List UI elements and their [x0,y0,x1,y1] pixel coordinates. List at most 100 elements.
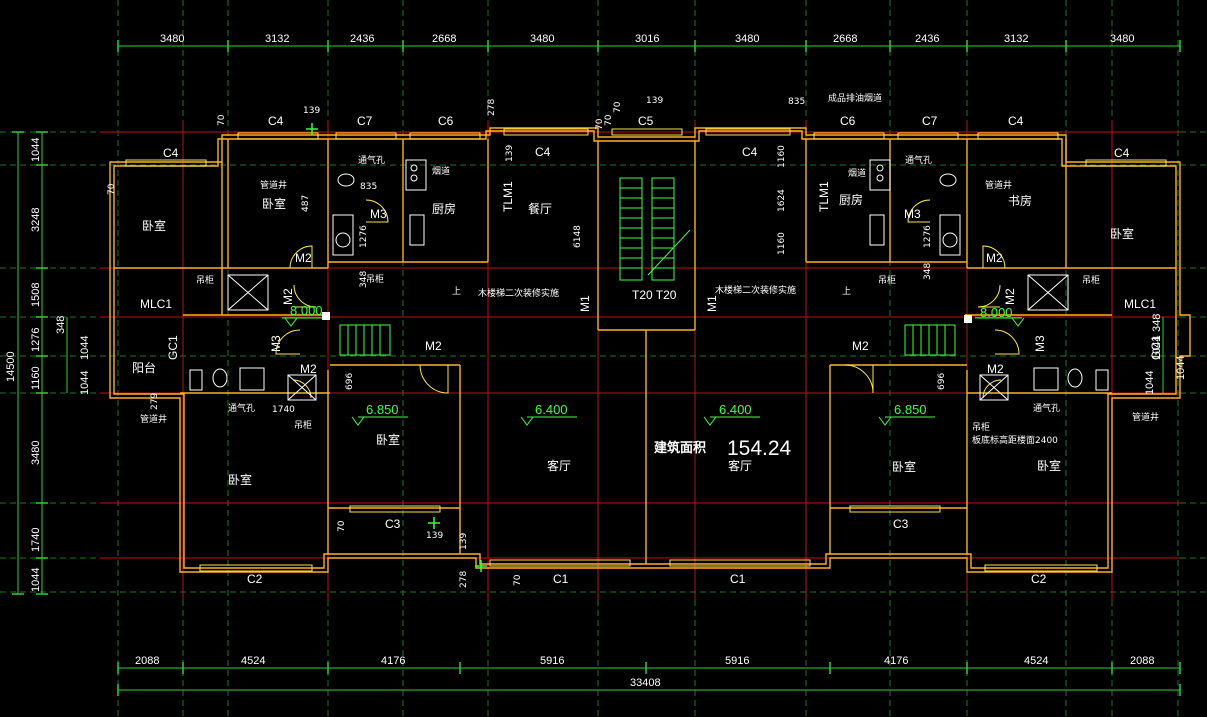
level-labels: 8.000 8.000 6.850 6.400 6.400 6.850 [290,303,1013,417]
window-label: C4 [268,114,284,128]
dim-left: 1160 [30,366,42,390]
window-label: C1 [730,572,746,586]
small-dim: 1160 [777,232,787,255]
window-label: C2 [1031,572,1047,586]
dim-bottom: 4176 [381,655,405,667]
dim-left: 1276 [30,328,42,352]
door-label: M3 [269,335,283,352]
dim-right: 348 [1151,314,1163,332]
dim-bottom: 4524 [1024,655,1048,667]
dim-bottom: 5916 [540,655,564,667]
note-base: 板底标高距楼面2400 [972,434,1058,446]
window-bars [125,128,1167,572]
dim-top: 2668 [833,33,857,45]
dim-top: 3480 [735,33,759,45]
note-cabinet: 吊柜 [366,273,384,285]
room-label: 餐厅 [528,201,552,216]
small-dim: 70 [337,520,347,532]
dim-bottom-total: 33408 [630,677,661,689]
area-label: 建筑面积 [654,440,706,456]
note-pipe: 管道井 [140,413,167,425]
dim-right: 1044 [1151,336,1163,360]
room-label: 卧室 [376,432,400,447]
window-label: C4 [1008,114,1024,128]
door-label: M2 [281,288,295,305]
small-dim: 70 [107,183,117,195]
note-vent: 通气孔 [228,402,255,414]
small-dim: 139 [303,106,320,116]
small-dim: 835 [788,97,805,107]
door-label: GC1 [166,335,180,360]
room-label: 厨房 [839,192,863,207]
dim-left: 1044 [30,138,42,162]
room-label: 阳台 [132,360,156,375]
window-label: C1 [553,572,569,586]
dim-left: 3248 [30,208,42,232]
small-dim: 139 [646,96,663,106]
window-label: C6 [840,114,856,128]
dim-left-inner: 1044 [79,371,91,395]
top-dimension-labels: 3480 3132 2436 2668 3480 3016 3480 2668 … [160,33,1134,45]
right-dimension-labels: 348 1044 1044 1044 [1144,314,1187,395]
small-dim: 1276 [359,225,369,248]
dimension-lines [17,45,1180,691]
small-dim: 1740 [272,405,295,415]
small-dim: 70 [613,101,623,113]
dim-top: 2436 [350,33,374,45]
staircase [339,177,956,356]
small-dim: 487 [301,195,311,212]
window-label: C7 [922,114,938,128]
window-label: C4 [1114,146,1130,160]
door-label: MLC1 [140,297,172,311]
door-label: M3 [370,207,387,221]
room-label: 卧室 [142,218,166,233]
note-stair: 木楼梯二次装修实施 [715,284,796,296]
small-dim: 348 [359,271,369,288]
small-dim: 70 [604,114,614,126]
dimension-ticks [12,40,1181,696]
fixtures [189,159,1109,401]
room-label: 客厅 [547,458,571,473]
room-label: 卧室 [1037,458,1061,473]
note-pipe: 管道井 [260,179,287,191]
door-label: M2 [987,362,1004,376]
dim-top: 3132 [265,33,289,45]
axis-lines-red [100,120,1180,600]
note-cabinet: 吊柜 [972,421,990,433]
room-label: 厨房 [432,201,456,216]
dim-bottom: 2088 [135,655,159,667]
note-up: 上 [842,286,851,297]
small-dim: 835 [360,182,377,192]
door-label: M3 [1033,335,1047,352]
room-label: 书房 [1008,193,1032,208]
door-label: M2 [295,251,312,265]
column-marker [322,312,330,320]
dim-bottom: 2088 [1130,655,1154,667]
dim-left: 1508 [30,283,42,307]
window-label: C4 [742,145,758,159]
window-label: C4 [535,145,551,159]
dim-left-total: 14500 [5,351,17,382]
note-flue: 烟道 [432,165,450,177]
dim-left: 1044 [30,568,42,592]
window-label: C2 [247,572,263,586]
room-label: 卧室 [1110,226,1134,241]
small-dim: 348 [923,263,933,280]
level-label: 6.400 [719,402,752,417]
door-label: M3 [904,207,921,221]
window-label: C3 [893,517,909,531]
dim-bottom: 4176 [884,655,908,667]
room-label: 客厅 [728,458,752,473]
note-stair: 木楼梯二次装修实施 [478,287,559,299]
note-vent: 通气孔 [1033,402,1060,414]
note-cabinet: 吊柜 [196,274,214,286]
dim-right: 1044 [1144,371,1156,395]
small-dim: 1624 [777,189,787,212]
door-label: M2 [986,251,1003,265]
small-dim: 70 [595,118,605,130]
dim-top: 2668 [432,33,456,45]
door-labels: M2 M2 M2 M2 M2 M2 M3 M3 MLC1 MLC1 M2 M2 … [140,181,1163,376]
bottom-dimension-labels: 2088 4524 4176 5916 5916 4176 4524 2088 … [135,655,1154,689]
note-t20: T20 T20 [632,288,677,302]
